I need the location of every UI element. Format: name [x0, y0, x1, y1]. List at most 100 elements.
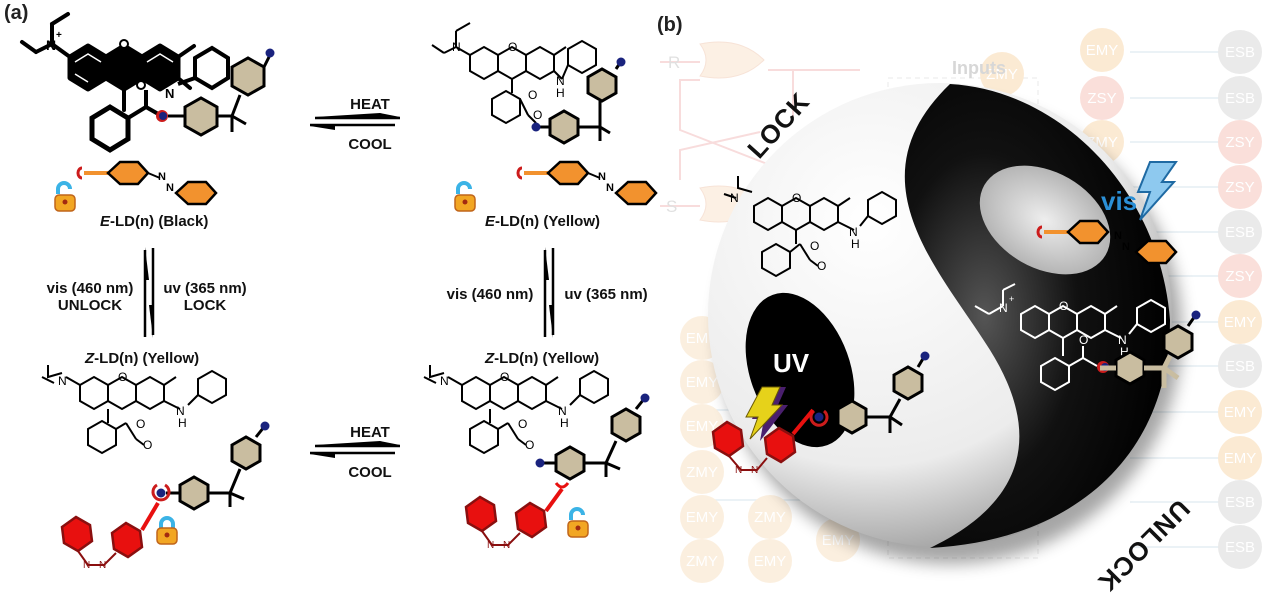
dye-closed-form-bottom-right: N O N H O O N N — [423, 365, 650, 551]
right-vis-label: vis (460 nm) — [446, 286, 534, 303]
ring-left — [67, 43, 109, 92]
svg-text:H: H — [556, 86, 565, 100]
svg-text:O: O — [792, 191, 801, 205]
vis-label: vis — [1101, 186, 1138, 216]
svg-text:O: O — [1059, 299, 1068, 313]
svg-text:N: N — [849, 225, 858, 239]
svg-text:O: O — [525, 438, 534, 452]
svg-text:N: N — [735, 465, 742, 476]
svg-text:H: H — [560, 416, 569, 430]
unlocked-padlock-icon — [452, 181, 478, 212]
atom-nh: N — [165, 86, 174, 101]
svg-text:N: N — [503, 540, 510, 551]
sphere-dye-closed-form: N O N H O O — [723, 176, 897, 278]
svg-text:N: N — [452, 40, 461, 54]
unlocked-padlock-icon — [52, 181, 78, 212]
locked-padlock-icon — [154, 515, 180, 545]
uv-lightning-icon — [745, 386, 788, 441]
right-uv-label: uv (365 nm) — [564, 286, 648, 303]
node-column-right — [1218, 30, 1262, 569]
svg-text:ESB: ESB — [1225, 358, 1255, 375]
uv-label: UV — [773, 348, 810, 378]
dye-closed-form-top-right: N O N H O O — [431, 22, 626, 145]
svg-text:N: N — [558, 404, 567, 418]
svg-text:N: N — [999, 301, 1008, 315]
top-cool-label: COOL — [348, 136, 392, 153]
gate-input-s: S — [666, 197, 677, 216]
dye-closed-form-bottom-left: N O N H O O N N — [41, 365, 270, 571]
left-uv-label: uv (365 nm)LOCK — [163, 280, 247, 314]
svg-text:ZMY: ZMY — [686, 553, 718, 570]
end-group-dot — [265, 48, 275, 58]
svg-text:O: O — [136, 417, 145, 431]
svg-text:N: N — [176, 404, 185, 418]
svg-text:H: H — [178, 416, 187, 430]
svg-text:EMY: EMY — [686, 374, 719, 391]
svg-text:ZSY: ZSY — [1225, 268, 1254, 285]
svg-text:EMY: EMY — [754, 553, 787, 570]
svg-text:ZSY: ZSY — [1225, 179, 1254, 196]
svg-text:N: N — [99, 560, 106, 571]
svg-text:N: N — [556, 74, 565, 88]
sphere-azo-cis: N N — [711, 408, 815, 476]
svg-text:O: O — [1079, 333, 1088, 347]
svg-text:O: O — [810, 239, 819, 253]
svg-text:ZMY: ZMY — [986, 66, 1018, 83]
svg-text:O: O — [508, 40, 517, 54]
svg-text:O: O — [817, 259, 826, 273]
yin-yang-sphere — [708, 83, 1182, 564]
caption-e-yellow: E-LD(n) (Yellow) — [485, 213, 601, 230]
svg-text:EMY: EMY — [686, 418, 719, 435]
left-vis-label: vis (460 nm)UNLOCK — [46, 280, 134, 314]
caption-e-black: E-LD(n) (Black) — [100, 213, 209, 230]
svg-text:N: N — [166, 182, 174, 194]
svg-text:N: N — [751, 465, 758, 476]
svg-text:ESB: ESB — [1225, 44, 1255, 61]
svg-text:N: N — [158, 171, 166, 183]
panel-b-label: (b) — [657, 14, 683, 36]
charge-plus: + — [56, 30, 62, 41]
svg-text:N: N — [730, 191, 739, 205]
white-eye — [979, 165, 1111, 275]
top-equilibrium-arrow — [310, 113, 400, 130]
svg-text:O: O — [528, 88, 537, 102]
svg-text:ESB: ESB — [1225, 224, 1255, 241]
svg-text:O: O — [500, 370, 509, 384]
dye-open-form-black: N + N — [20, 12, 275, 153]
ring-center — [103, 43, 145, 92]
svg-text:N: N — [440, 374, 449, 388]
svg-text:ZSY: ZSY — [1087, 90, 1116, 107]
gate-input-r: R — [668, 53, 680, 72]
sphere-black-half — [904, 84, 1170, 548]
panel-a-label: (a) — [4, 2, 29, 24]
svg-text:EMY: EMY — [686, 509, 719, 526]
svg-text:N: N — [1118, 333, 1127, 347]
svg-text:N: N — [1114, 230, 1122, 242]
svg-text:EMY: EMY — [1224, 314, 1257, 331]
bottom-cool-label: COOL — [348, 464, 392, 481]
svg-text:N: N — [83, 560, 90, 571]
sphere-bisphenol-right — [1100, 310, 1201, 388]
svg-text:N: N — [598, 171, 606, 183]
left-vertical-equilibrium-arrow — [143, 247, 155, 338]
svg-text:O: O — [533, 108, 542, 122]
svg-text:N: N — [487, 540, 494, 551]
svg-text:H: H — [851, 237, 860, 251]
svg-text:ESB: ESB — [1225, 494, 1255, 511]
svg-text:EMY: EMY — [1086, 42, 1119, 59]
right-vertical-equilibrium-arrow — [543, 247, 555, 338]
svg-text:ZMY: ZMY — [686, 464, 718, 481]
svg-text:O: O — [143, 438, 152, 452]
sphere-azo-trans: N N — [1036, 219, 1178, 265]
svg-text:ZMY: ZMY — [754, 509, 786, 526]
atom-n: N — [46, 37, 56, 53]
svg-text:N: N — [58, 374, 67, 388]
top-heat-label: HEAT — [350, 96, 390, 113]
svg-text:H: H — [1120, 345, 1129, 359]
svg-text:N: N — [606, 182, 614, 194]
azo-trans-top-left: N N — [76, 160, 218, 206]
sphere-bisphenol-left — [809, 351, 930, 435]
svg-text:EMY: EMY — [1224, 404, 1257, 421]
vis-lightning-icon — [1136, 161, 1178, 221]
svg-text:+: + — [1009, 294, 1014, 304]
